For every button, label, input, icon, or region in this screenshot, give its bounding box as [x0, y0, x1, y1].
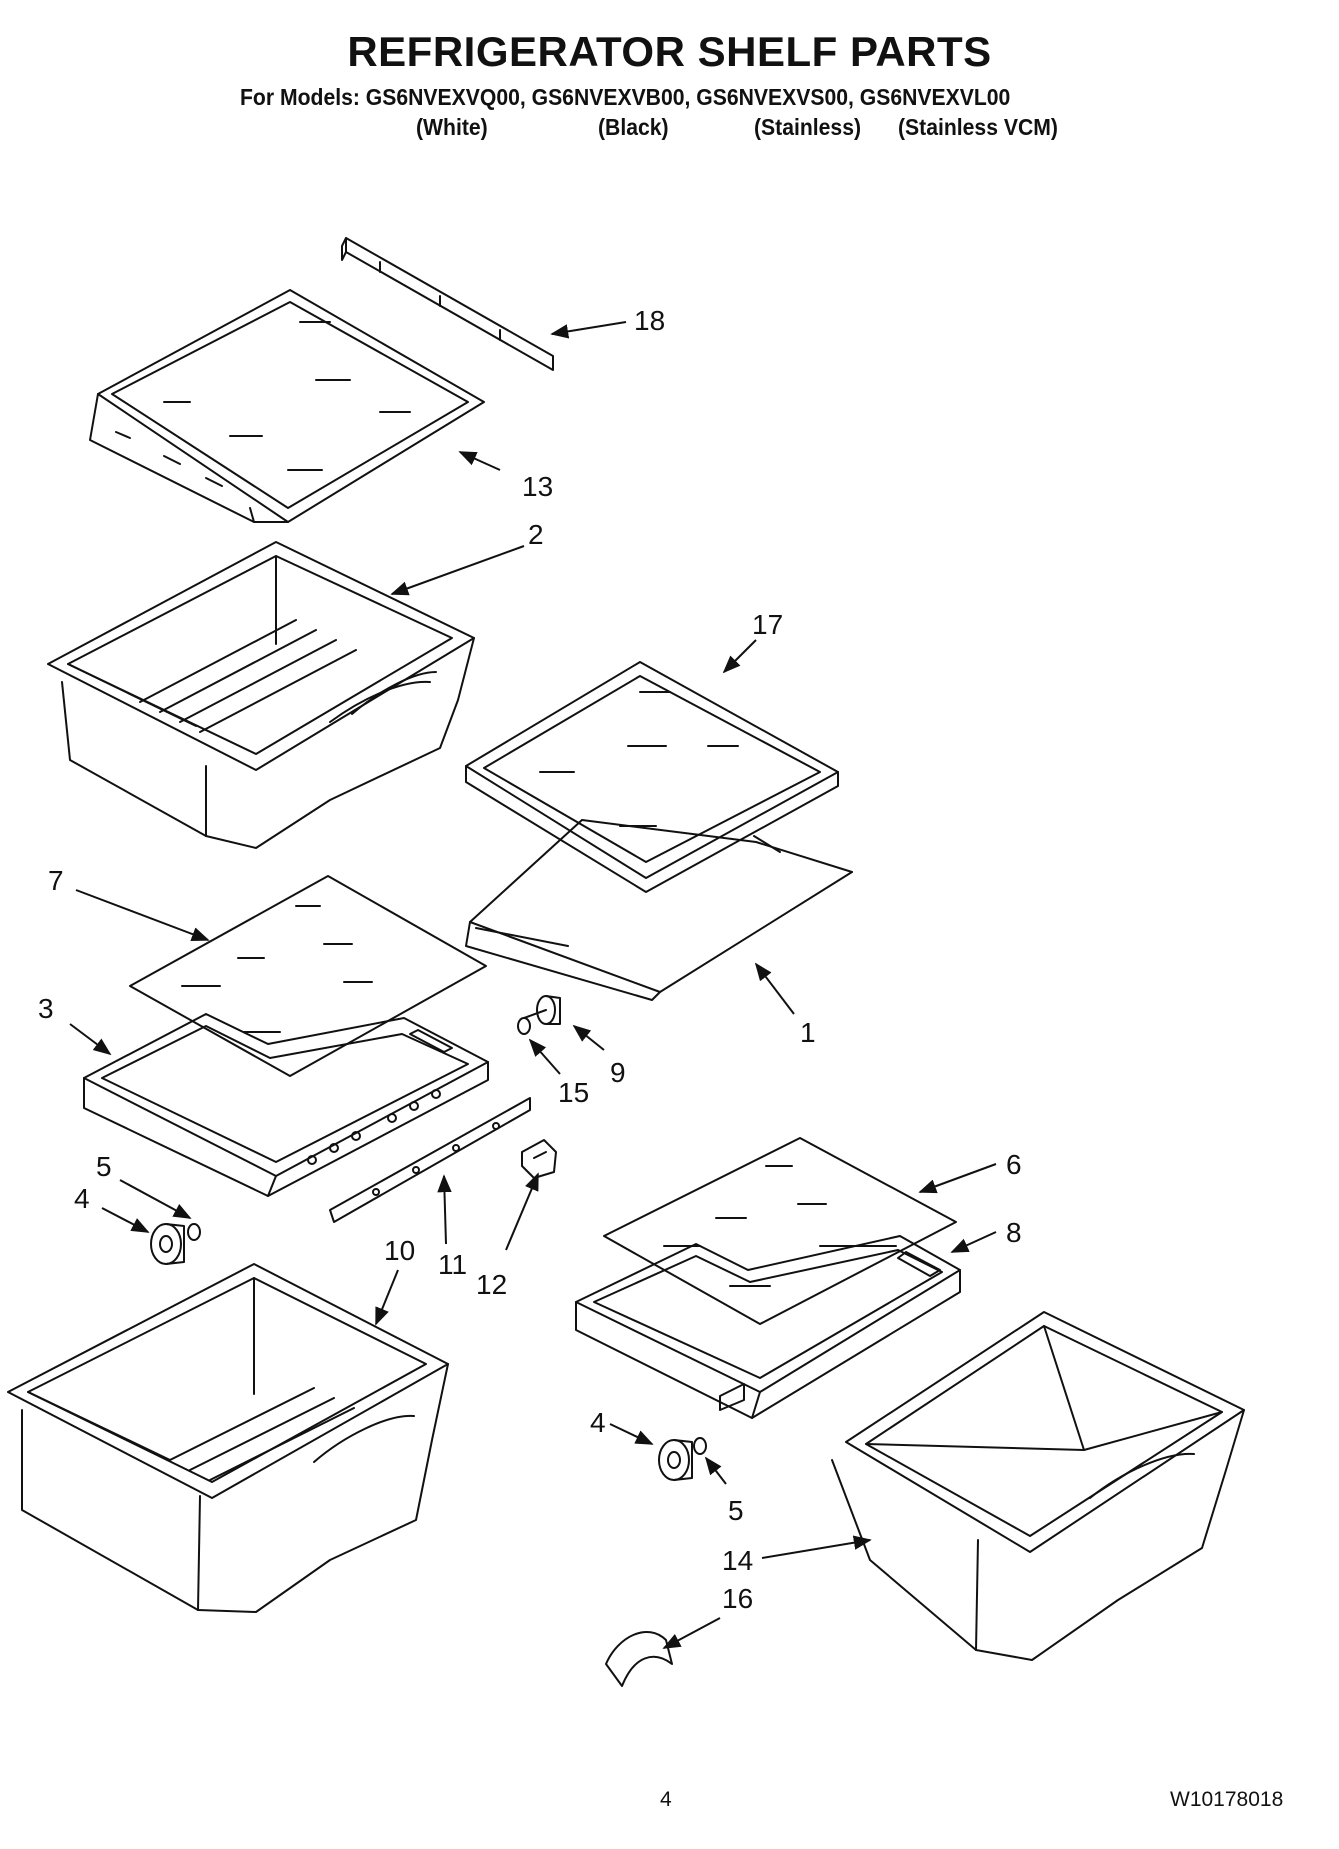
- leader-1: [754, 962, 795, 1015]
- part-1-shelf-support-frame: [465, 819, 853, 1001]
- part-16-handle-trim: [605, 1630, 673, 1687]
- page-number: 4: [660, 1788, 672, 1811]
- part-11-slide-rail: [329, 1097, 531, 1223]
- callout-5-left: 5: [96, 1151, 112, 1182]
- models-line: For Models: GS6NVEXVQ00, GS6NVEXVB00, GS…: [240, 84, 1011, 110]
- document-number: W10178018: [1170, 1788, 1284, 1811]
- part-6-glass-panel: [603, 1137, 957, 1325]
- leader-5-right: [704, 1456, 727, 1485]
- leader-6: [918, 1163, 997, 1194]
- callout-16: 16: [722, 1583, 753, 1614]
- part-4-5-roller-left: [150, 1223, 201, 1265]
- leader-16: [662, 1617, 721, 1649]
- leader-15: [528, 1038, 561, 1075]
- part-3-drawer-cover-frame: [83, 1013, 489, 1197]
- leader-17: [722, 639, 757, 674]
- part-18-rear-rail: [341, 237, 554, 371]
- callout-17: 17: [752, 609, 783, 640]
- callout-9: 9: [610, 1057, 626, 1088]
- part-13-top-glass-shelf: [89, 289, 485, 523]
- part-8-drawer-cover-frame: [575, 1235, 961, 1419]
- part-4-5-roller-right: [658, 1437, 707, 1481]
- leader-13: [458, 451, 501, 471]
- part-10-lower-crisper-drawer: [7, 1263, 449, 1613]
- callout-4-right: 4: [590, 1407, 606, 1438]
- callout-5-right: 5: [728, 1495, 744, 1526]
- page-title: REFRIGERATOR SHELF PARTS: [347, 28, 992, 75]
- part-12-clip: [521, 1139, 557, 1179]
- color-label-stainless-vcm: (Stainless VCM): [898, 114, 1058, 140]
- callout-6: 6: [1006, 1149, 1022, 1180]
- leader-2: [390, 545, 525, 596]
- color-label-black: (Black): [598, 114, 669, 140]
- callout-12: 12: [476, 1269, 507, 1300]
- callout-1: 1: [800, 1017, 816, 1048]
- leader-12: [505, 1172, 539, 1251]
- leader-3: [69, 1023, 112, 1056]
- leader-18: [550, 321, 627, 339]
- callout-4-left: 4: [74, 1183, 90, 1214]
- callout-15: 15: [558, 1077, 589, 1108]
- leader-4-right: [609, 1423, 654, 1445]
- callout-7: 7: [48, 865, 64, 896]
- callout-2: 2: [528, 519, 544, 550]
- callout-8: 8: [1006, 1217, 1022, 1248]
- callout-14: 14: [722, 1545, 753, 1576]
- leader-4-left: [101, 1207, 150, 1233]
- callout-10: 10: [384, 1235, 415, 1266]
- callout-18: 18: [634, 305, 665, 336]
- leader-7: [75, 889, 210, 941]
- color-label-stainless: (Stainless): [754, 114, 862, 140]
- leader-10: [375, 1269, 399, 1326]
- callout-11: 11: [438, 1249, 467, 1280]
- part-2-upper-crisper-drawer: [47, 541, 475, 849]
- callout-3: 3: [38, 993, 54, 1024]
- part-7-glass-panel: [129, 875, 487, 1077]
- leader-8: [950, 1231, 997, 1253]
- leader-11: [437, 1174, 452, 1245]
- color-label-white: (White): [416, 114, 488, 140]
- part-9-15-roller-and-screw: [517, 995, 561, 1035]
- leader-5-left: [119, 1179, 192, 1219]
- leader-9: [572, 1024, 605, 1051]
- leader-14: [761, 1535, 872, 1559]
- part-14-lower-crisper-drawer: [831, 1311, 1245, 1661]
- callout-13: 13: [522, 471, 553, 502]
- part-17-mid-glass-shelf: [465, 661, 839, 893]
